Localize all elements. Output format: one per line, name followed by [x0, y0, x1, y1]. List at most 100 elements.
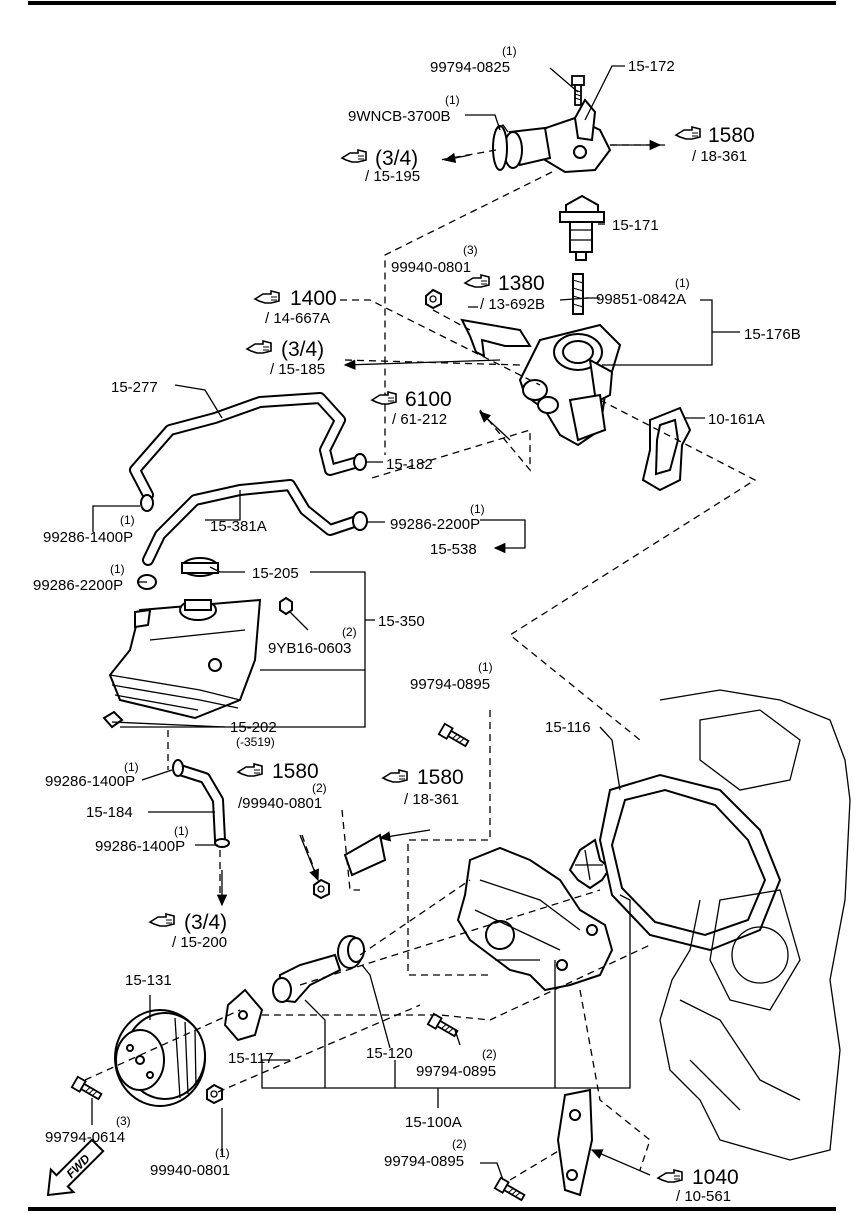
label-99794-0825: 99794-0825: [430, 59, 510, 76]
label-15-381a: 15-381A: [210, 518, 267, 535]
label-99286-2200p-b: 99286-2200P: [33, 577, 123, 594]
pulley-15-131: [114, 1009, 206, 1107]
bolt-99794-0825: [571, 75, 585, 106]
qty-9yb16: (2): [342, 625, 357, 639]
label-15-202: 15-202: [230, 719, 277, 736]
label-15-350: 15-350: [378, 613, 425, 630]
gasket-15-116: [598, 773, 782, 952]
hose-15-277: [129, 392, 364, 501]
bolt-99794-0895-top: [437, 722, 471, 750]
qty-99794-0895-c: (2): [452, 1137, 467, 1151]
label-15-205: 15-205: [252, 565, 299, 582]
qty-99794-0825: (1): [502, 44, 517, 58]
label-15-116: 15-116: [545, 719, 591, 736]
qty-99794-0614: (3): [116, 1114, 131, 1128]
bracket-1580: [343, 833, 387, 877]
label-15-117: 15-117: [228, 1050, 274, 1067]
label-9yb16: 9YB16-0603: [268, 640, 351, 657]
label-15-171: 15-171: [612, 217, 659, 234]
label-99851: 99851-0842A: [596, 291, 686, 308]
hose-clamp-9wncb: [492, 124, 509, 171]
label-99794-0614: 99794-0614: [45, 1129, 125, 1146]
ref-1040: 1040: [692, 1166, 739, 1189]
ref-34-mid: (3/4): [281, 338, 324, 361]
ref-6100: 6100: [405, 388, 452, 411]
qty-99286-1400p-c: (1): [174, 824, 189, 838]
engine-block: [659, 689, 851, 1161]
qty-99940-0801-top: (3): [463, 243, 478, 257]
label-15-202-note: (-3519): [236, 735, 275, 749]
shaft: [272, 953, 342, 1004]
label-99794-0895-b: 99794-0895: [416, 1063, 496, 1080]
clamp-99286-1400p-lower: [214, 838, 230, 848]
ref-1580-left: 1580: [272, 760, 319, 783]
label-15-176b: 15-176B: [744, 326, 801, 343]
ref-1580-top-sub: / 18-361: [692, 148, 747, 165]
label-15-538: 15-538: [430, 541, 477, 558]
ref-icon-34-top: [341, 149, 367, 163]
gasket-10-161a: [641, 406, 692, 492]
hose-15-381a: [142, 479, 366, 566]
label-15-184: 15-184: [86, 804, 133, 821]
label-99940-0801-bot: 99940-0801: [150, 1162, 230, 1179]
cap-15-205: [181, 557, 219, 577]
arrows: [216, 139, 662, 1176]
nut-99940-0801-top: [425, 288, 442, 310]
pulley-flange-15-117: [223, 988, 264, 1042]
bolt-99794-0895-mid: [426, 1012, 460, 1040]
qty-99940-0801-mid: (2): [312, 781, 327, 795]
coolant-reservoir: [102, 598, 262, 729]
ref-1380: 1380: [498, 272, 545, 295]
ref-icon-34-bot: [149, 913, 175, 927]
ref-6100-sub: / 61-212: [392, 411, 447, 428]
label-9wncb: 9WNCB-3700B: [348, 108, 451, 125]
label-99794-0895-a: 99794-0895: [410, 676, 490, 693]
ref-icon-1040: [657, 1169, 683, 1183]
qty-99940-0801-bot: (1): [215, 1146, 230, 1160]
qty-99794-0895-b: (2): [482, 1047, 497, 1061]
label-15-131: 15-131: [125, 972, 172, 989]
nut-9yb16: [279, 596, 293, 616]
qty-99286-2200p-b: (1): [110, 562, 125, 576]
impeller: [568, 838, 612, 890]
qty-99794-0895-a: (1): [478, 660, 493, 674]
label-99794-0895-c: 99794-0895: [384, 1153, 464, 1170]
clamp-99286-1400p-top: [140, 494, 154, 512]
ref-34-top-sub: / 15-195: [365, 168, 420, 185]
qty-99286-2200p-a: (1): [470, 502, 485, 516]
hose-15-184: [174, 764, 226, 846]
ref-icon-34-mid: [246, 340, 272, 354]
nut-99940-0801-mid: [313, 878, 330, 900]
ref-icon-1580-right: [382, 769, 408, 783]
ref-1580-right-sub: / 18-361: [404, 791, 459, 808]
label-99286-1400p-b: 99286-1400P: [45, 773, 135, 790]
ref-icon-6100: [371, 391, 397, 405]
ref-1400-sub: / 14-667A: [265, 310, 330, 327]
labels: (1) 99794-0825 15-172 (1) 9WNCB-3700B 15…: [33, 44, 801, 1205]
qty-99286-1400p-b: (1): [124, 760, 139, 774]
thermostat: [559, 194, 605, 261]
ref-icon-1380: [464, 274, 490, 288]
clamp-99286-1400p-upper: [172, 759, 184, 777]
water-outlet-housing: [518, 323, 622, 447]
bracket-13-692b: [460, 318, 532, 358]
stud-99851: [572, 273, 584, 315]
ref-1040-sub: / 10-561: [676, 1188, 731, 1205]
leader-lines: [91, 65, 740, 1181]
clamp-15-182: [353, 453, 367, 471]
label-99940-0801-mid: /99940-0801: [238, 795, 322, 812]
ref-icon-1580-top: [675, 126, 701, 140]
label-15-277: 15-277: [111, 379, 158, 396]
label-10-161a: 10-161A: [708, 411, 765, 428]
qty-9wncb: (1): [445, 93, 460, 107]
label-15-182: 15-182: [386, 456, 433, 473]
seal-15-120: [337, 935, 365, 969]
dashed-guides: [84, 144, 757, 1181]
ref-icon-1580-left: [237, 763, 263, 777]
label-99940-0801-top: 99940-0801: [391, 259, 471, 276]
ref-icon-1400: [254, 290, 280, 304]
label-99286-1400p-a: 99286-1400P: [43, 529, 133, 546]
label-15-172: 15-172: [628, 58, 675, 75]
ref-34-top: (3/4): [375, 147, 418, 170]
